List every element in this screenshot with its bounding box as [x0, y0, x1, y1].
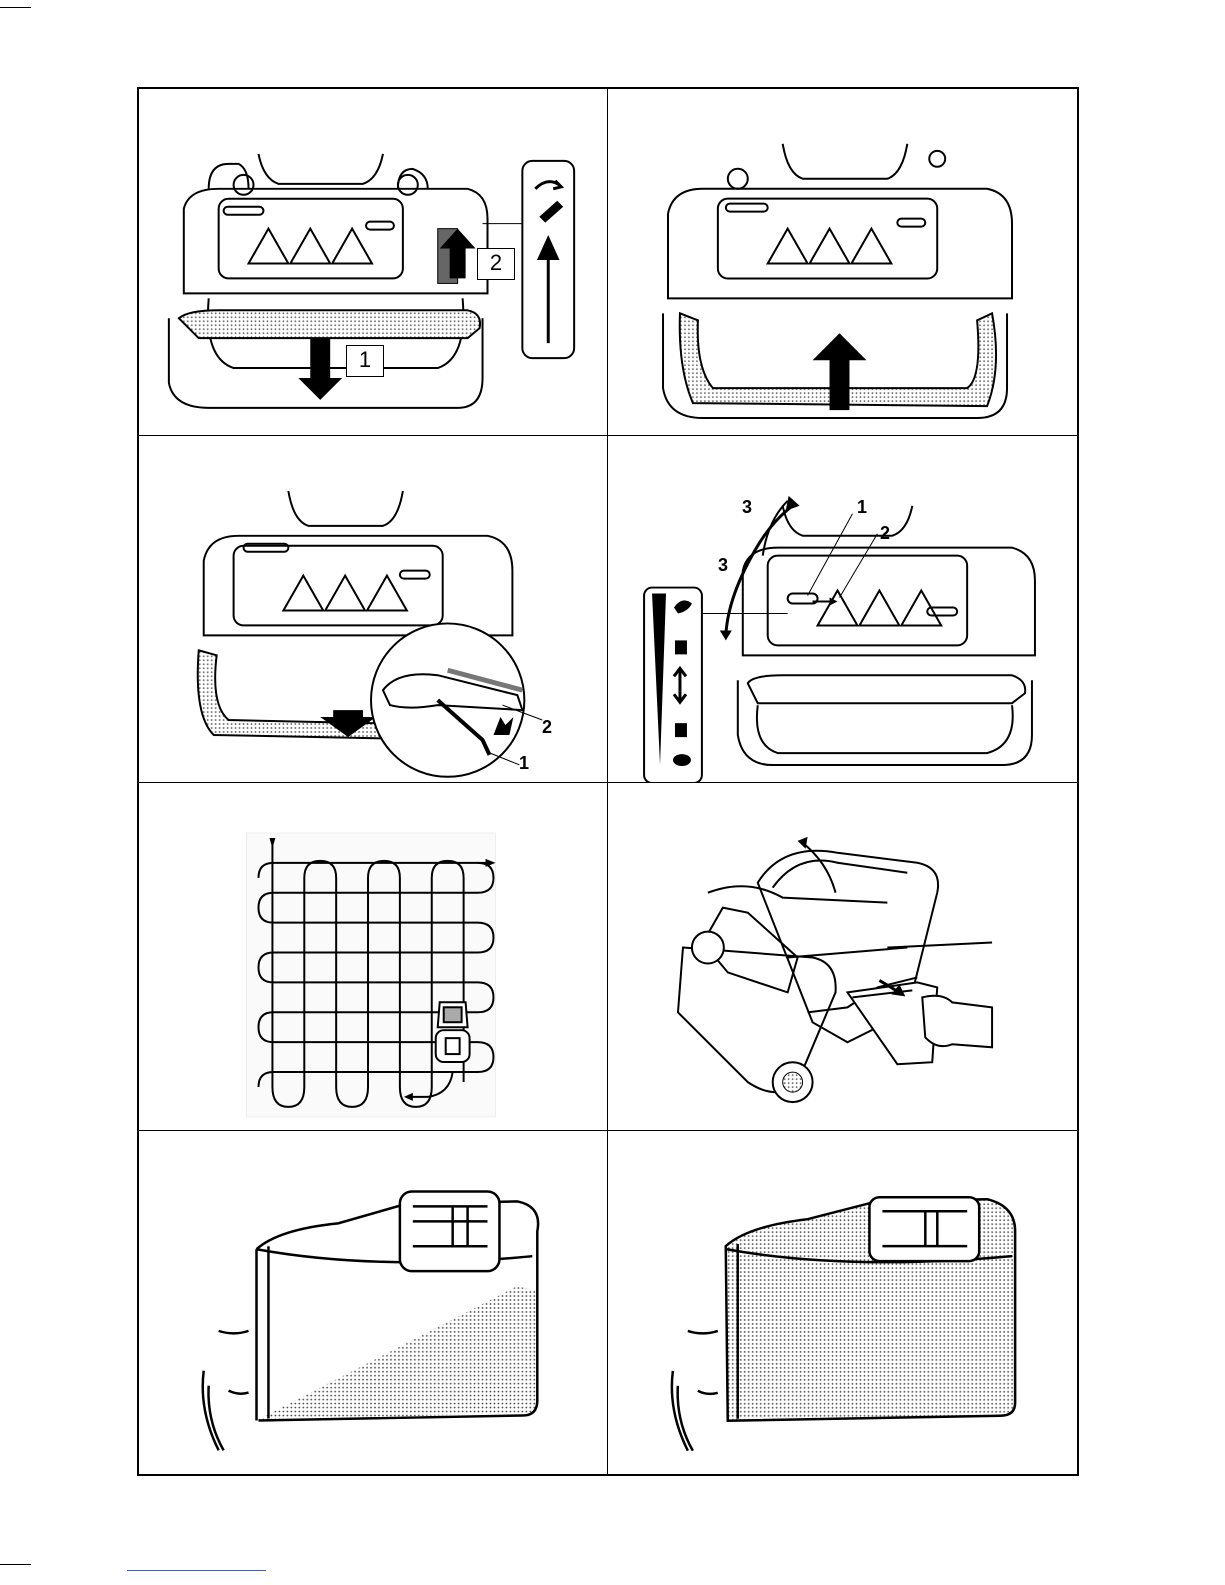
- hand-icon: [922, 996, 992, 1048]
- figure-panel-3: 2 1: [139, 436, 608, 783]
- handle-locking-illustration: [139, 436, 607, 782]
- grass-bag-removal-illustration: [608, 783, 1077, 1130]
- figure-panel-5: [139, 783, 608, 1131]
- rotate-icon: [726, 506, 793, 636]
- figure-panel-1: 1 2: [139, 89, 608, 436]
- page-edge-mark-top: [0, 7, 31, 8]
- figure-panel-4: 1 2 3 3: [608, 436, 1077, 783]
- figure-panel-6: [608, 783, 1077, 1131]
- callout-1: 1: [857, 498, 867, 516]
- turtle-icon: [673, 754, 691, 766]
- mower-handle-release-illustration: [139, 89, 607, 435]
- figure-grid: 1 2: [137, 87, 1079, 1476]
- mowing-pattern-diagram: [139, 783, 607, 1130]
- callout-2: 2: [477, 248, 515, 280]
- callout-1: 1: [346, 345, 384, 377]
- choke-icon: [675, 640, 687, 654]
- callout-3-upper: 3: [742, 498, 752, 516]
- mower-icon: [436, 1002, 470, 1062]
- footer-link-underline: [127, 1570, 266, 1571]
- page-edge-mark-bottom: [0, 1564, 31, 1565]
- figure-panel-8: [608, 1131, 1077, 1474]
- figure-panel-2: [608, 89, 1077, 436]
- figure-panel-7: [139, 1131, 608, 1474]
- callout-2: 2: [880, 524, 890, 542]
- callout-1: 1: [519, 754, 529, 772]
- throttle-control-illustration: [608, 436, 1077, 782]
- mower-handle-fold-illustration: [608, 89, 1077, 435]
- callout-3-lower: 3: [718, 556, 728, 574]
- grass-bag-partially-full-illustration: [139, 1131, 607, 1474]
- grass-bag-full-illustration: [608, 1131, 1077, 1474]
- callout-2: 2: [542, 718, 552, 736]
